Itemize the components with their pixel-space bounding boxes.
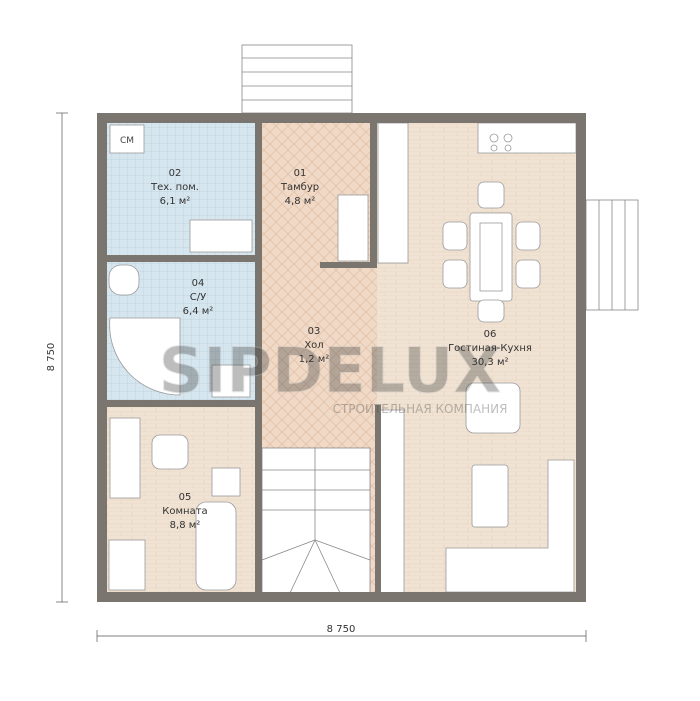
svg-text:4,8 м²: 4,8 м² (285, 196, 316, 207)
svg-text:Тамбур: Тамбур (280, 182, 319, 193)
svg-text:С/У: С/У (190, 292, 206, 303)
svg-text:01: 01 (294, 168, 307, 179)
svg-text:03: 03 (308, 326, 321, 337)
svg-text:Гостиная-Кухня: Гостиная-Кухня (448, 343, 532, 354)
height-dimension: 8 750 (46, 343, 57, 372)
svg-text:6,4 м²: 6,4 м² (183, 306, 214, 317)
svg-text:8,8 м²: 8,8 м² (170, 520, 201, 531)
width-dimension: 8 750 (327, 624, 356, 635)
room-label-04: 04С/У 6,4 м² (183, 278, 214, 317)
svg-text:6,1 м²: 6,1 м² (160, 196, 191, 207)
svg-text:06: 06 (484, 329, 497, 340)
svg-text:Тех. пом.: Тех. пом. (150, 182, 199, 193)
svg-text:05: 05 (179, 492, 192, 503)
entrance-steps (241, 44, 639, 311)
walls (97, 113, 586, 602)
dimension-lines (56, 112, 587, 642)
svg-text:04: 04 (192, 278, 205, 289)
washing-machine-label: СМ (120, 136, 134, 146)
svg-text:1,2 м²: 1,2 м² (299, 354, 330, 365)
svg-text:Комната: Комната (162, 506, 207, 517)
svg-text:30,3 м²: 30,3 м² (472, 357, 509, 368)
watermark-brand: SIPDELUX (159, 334, 501, 407)
watermark-tagline: СТРОИТЕЛЬНАЯ КОМПАНИЯ (333, 402, 508, 416)
furniture (108, 122, 577, 596)
staircase (261, 447, 371, 594)
svg-text:02: 02 (169, 168, 182, 179)
watermark: SIPDELUX СТРОИТЕЛЬНАЯ КОМПАНИЯ (158, 334, 508, 417)
svg-text:Хол: Хол (304, 340, 323, 351)
